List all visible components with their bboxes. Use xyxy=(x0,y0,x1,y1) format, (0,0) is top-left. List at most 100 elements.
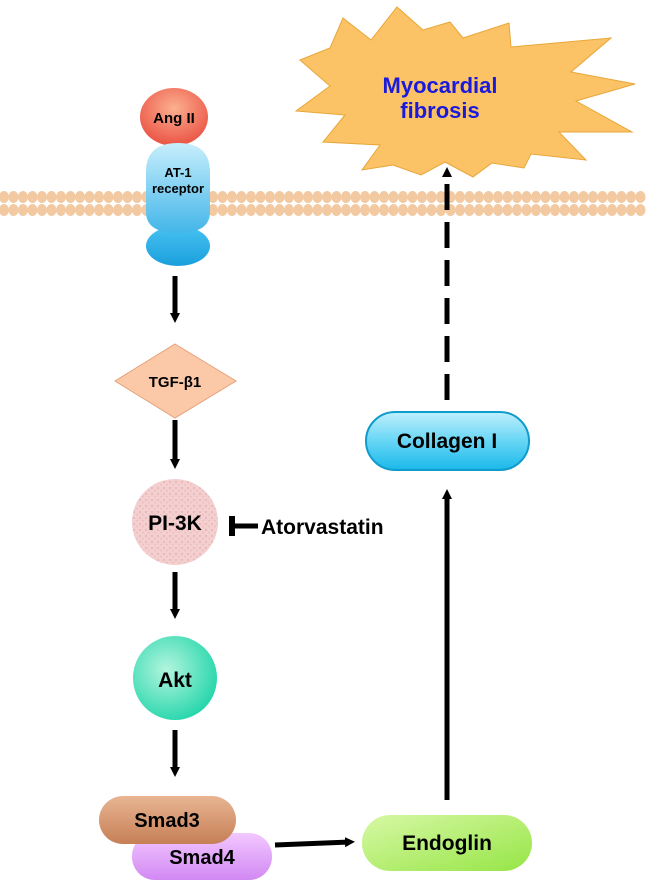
membrane-bead xyxy=(75,204,85,216)
tgf-beta1-node: TGF-β1 xyxy=(114,343,237,419)
membrane-bead xyxy=(493,191,503,203)
membrane-bead xyxy=(578,204,589,216)
membrane-bead xyxy=(217,204,228,216)
membrane-bead xyxy=(369,191,380,203)
membrane-bead xyxy=(436,204,446,216)
collagen-i-label: Collagen I xyxy=(397,430,497,453)
arrows xyxy=(170,167,452,848)
membrane-bead xyxy=(8,191,19,203)
membrane-bead xyxy=(46,204,57,216)
cell-membrane xyxy=(0,191,646,216)
membrane-bead xyxy=(113,204,123,216)
membrane-bead xyxy=(113,191,123,203)
membrane-bead xyxy=(569,191,579,203)
membrane-bead xyxy=(616,191,627,203)
arrow-smad-to-endoglin xyxy=(274,837,355,848)
membrane-bead xyxy=(331,191,342,203)
membrane-bead xyxy=(531,204,541,216)
membrane-bead xyxy=(132,191,142,203)
membrane-bead xyxy=(426,204,437,216)
membrane-bead xyxy=(236,191,247,203)
membrane-bead xyxy=(474,204,484,216)
membrane-bead xyxy=(493,204,503,216)
membrane-bead xyxy=(122,204,133,216)
membrane-bead xyxy=(464,204,475,216)
membrane-bead xyxy=(37,191,47,203)
membrane-bead xyxy=(379,204,389,216)
outcome-label-line2: fibrosis xyxy=(400,98,479,123)
membrane-bead xyxy=(502,204,513,216)
membrane-bead xyxy=(208,204,218,216)
membrane-bead xyxy=(369,204,380,216)
membrane-bead xyxy=(0,191,9,203)
membrane-bead xyxy=(512,191,522,203)
membrane-bead xyxy=(521,204,532,216)
membrane-bead xyxy=(341,191,351,203)
membrane-bead xyxy=(417,204,427,216)
membrane-bead xyxy=(588,191,598,203)
membrane-bead xyxy=(626,191,636,203)
membrane-bead xyxy=(360,204,370,216)
membrane-bead xyxy=(559,204,570,216)
endoglin-label: Endoglin xyxy=(402,832,492,855)
membrane-bead xyxy=(436,191,446,203)
membrane-bead xyxy=(303,191,313,203)
membrane-bead xyxy=(379,191,389,203)
membrane-bead xyxy=(607,191,617,203)
membrane-bead xyxy=(550,204,560,216)
membrane-bead xyxy=(227,191,237,203)
endoglin-node: Endoglin xyxy=(362,815,532,871)
membrane-bead xyxy=(227,204,237,216)
smad3-node: Smad3 xyxy=(99,796,236,844)
smad3-label: Smad3 xyxy=(134,810,200,832)
membrane-bead xyxy=(84,204,95,216)
membrane-bead xyxy=(417,191,427,203)
membrane-bead xyxy=(635,204,646,216)
membrane-bead xyxy=(597,191,608,203)
membrane-bead xyxy=(56,204,66,216)
membrane-bead xyxy=(284,191,294,203)
membrane-bead xyxy=(293,191,304,203)
membrane-bead xyxy=(75,191,85,203)
membrane-bead xyxy=(388,191,399,203)
membrane-bead xyxy=(274,191,285,203)
membrane-bead xyxy=(293,204,304,216)
collagen-i-node: Collagen I xyxy=(365,411,530,471)
membrane-bead xyxy=(483,204,494,216)
membrane-bead xyxy=(540,191,551,203)
membrane-bead xyxy=(284,204,294,216)
membrane-bead xyxy=(18,204,28,216)
membrane-bead xyxy=(398,204,408,216)
membrane-bead xyxy=(236,204,247,216)
membrane-bead xyxy=(483,191,494,203)
akt-label: Akt xyxy=(158,669,192,692)
membrane-bead xyxy=(464,191,475,203)
tgf-beta1-label: TGF-β1 xyxy=(149,374,202,391)
membrane-bead xyxy=(37,204,47,216)
membrane-bead xyxy=(65,191,76,203)
at1-label-line1: AT-1 xyxy=(164,165,191,180)
membrane-bead xyxy=(65,204,76,216)
smad4-node: Smad4 xyxy=(132,833,272,880)
atorvastatin-label: Atorvastatin xyxy=(261,516,384,539)
membrane-bead xyxy=(635,191,646,203)
at1-receptor-node: AT-1 receptor xyxy=(146,143,210,266)
at1-label-line2: receptor xyxy=(152,181,204,196)
membrane-bead xyxy=(27,204,38,216)
membrane-bead xyxy=(208,191,218,203)
starburst-shape xyxy=(294,6,636,178)
membrane-bead xyxy=(56,191,66,203)
ang-ii-label: Ang II xyxy=(153,110,195,127)
pi3k-node: PI-3K xyxy=(132,479,218,565)
membrane-bead xyxy=(18,191,28,203)
membrane-bead xyxy=(521,191,532,203)
membrane-bead xyxy=(512,204,522,216)
membrane-bead xyxy=(8,204,19,216)
membrane-bead xyxy=(312,191,323,203)
membrane-bead xyxy=(122,191,133,203)
membrane-bead xyxy=(616,204,627,216)
membrane-bead xyxy=(540,204,551,216)
ang-ii-node: Ang II xyxy=(140,88,208,146)
membrane-bead xyxy=(407,204,418,216)
membrane-bead xyxy=(265,191,275,203)
